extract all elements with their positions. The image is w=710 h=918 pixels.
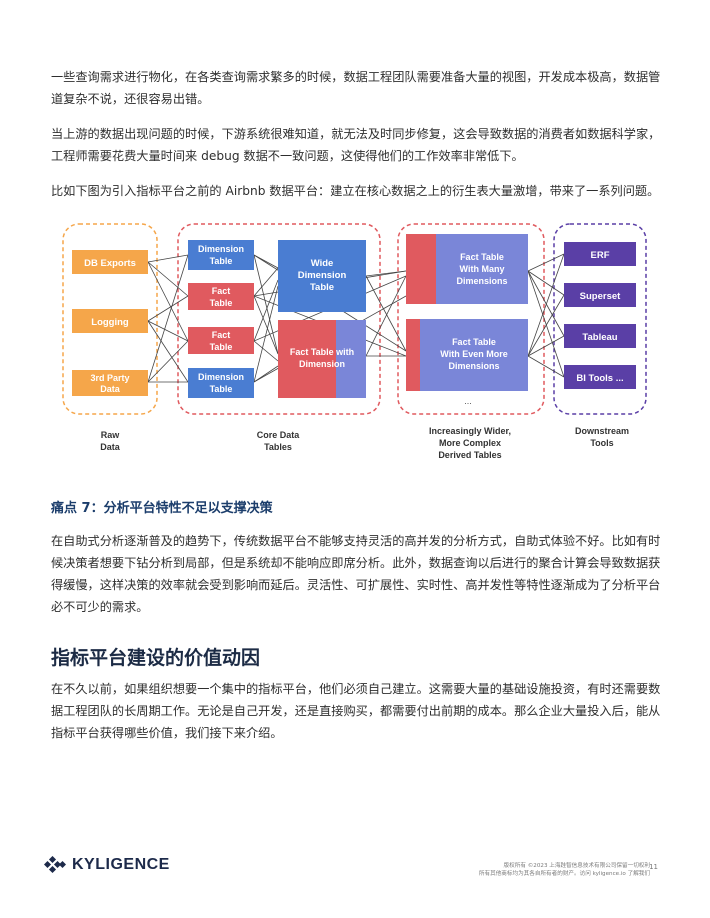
caption-core-line2: Tables <box>264 442 292 452</box>
caption-derived-line1: Increasingly Wider, <box>429 426 511 436</box>
core-dimension-table-1: Dimension Table <box>188 240 254 270</box>
svg-text:Table: Table <box>210 298 233 308</box>
copyright-line-2: 所有其他商标均为其各自所有者的财产。访问 kyligence.io 了解我们 <box>478 871 650 877</box>
raw-source-label: Logging <box>91 317 129 328</box>
kyligence-logo: KYLIGENCE <box>44 856 170 874</box>
tool-bi-tools: BI Tools ... <box>564 365 636 389</box>
core-fact-table-1: Fact Table <box>188 283 254 310</box>
caption-core-line1: Core Data <box>257 430 301 440</box>
tool-erf: ERF <box>564 242 636 266</box>
svg-text:Dimensions: Dimensions <box>448 361 499 371</box>
caption-downstream-line2: Tools <box>590 438 613 448</box>
raw-source-label-line1: 3rd Party <box>90 373 129 383</box>
svg-text:Dimension: Dimension <box>198 372 244 382</box>
logo-wordmark: KYLIGENCE <box>72 856 170 873</box>
svg-text:Fact: Fact <box>212 286 231 296</box>
core-dimension-table-2: Dimension Table <box>188 368 254 398</box>
tool-superset: Superset <box>564 283 636 307</box>
core-fact-table-2: Fact Table <box>188 327 254 354</box>
core-fact-table-with-dimension: Fact Table with Dimension <box>278 320 366 398</box>
caption-raw-line2: Data <box>100 442 121 452</box>
core-wide-dimension-table: Wide Dimension Table <box>278 240 366 312</box>
svg-text:Superset: Superset <box>580 291 621 302</box>
svg-text:With Many: With Many <box>460 264 505 274</box>
core-data-group <box>177 223 381 415</box>
raw-data-group <box>62 223 158 415</box>
paragraph-upstream-issues: 当上游的数据出现问题的时候，下游系统很难知道，就无法及时同步修复，这会导致数据的… <box>51 127 661 163</box>
svg-text:Dimension: Dimension <box>198 244 244 254</box>
svg-text:Dimension: Dimension <box>298 270 347 281</box>
raw-source-label-line2: Data <box>100 384 121 394</box>
svg-text:With Even More: With Even More <box>440 349 507 359</box>
copyright-notice: 版权所有 ©2023 上海跬智信息技术有限公司保留一切权利 所有其他商标均为其各… <box>390 862 650 878</box>
svg-text:Wide: Wide <box>311 258 334 269</box>
caption-derived-line3: Derived Tables <box>438 450 501 460</box>
svg-text:Fact Table: Fact Table <box>460 252 504 262</box>
page-number: 11 <box>649 863 658 871</box>
paragraph-intro: 一些查询需求进行物化，在各类查询需求繁多的时候，数据工程团队需要准备大量的视图，… <box>51 70 661 106</box>
diagram-captions: Raw Data Core Data Tables Increasingly W… <box>100 426 629 460</box>
derived-ellipsis: ... <box>464 396 472 406</box>
svg-text:Dimension: Dimension <box>299 359 345 369</box>
svg-text:Table: Table <box>310 282 334 293</box>
svg-text:Table: Table <box>210 256 233 266</box>
paragraph-pain-point: 在自助式分析逐渐普及的趋势下，传统数据平台不能够支持灵活的高并发的分析方式，自助… <box>51 534 661 614</box>
kyligence-logo-icon <box>44 856 66 874</box>
svg-text:Table: Table <box>210 342 233 352</box>
pain-point-heading: 痛点 7：分析平台特性不足以支撑决策 <box>51 501 273 516</box>
svg-text:Fact Table: Fact Table <box>452 337 496 347</box>
section-heading: 指标平台建设的价值动因 <box>51 647 261 669</box>
caption-derived-line2: More Complex <box>439 438 501 448</box>
paragraph-value-drivers: 在不久以前，如果组织想要一个集中的指标平台，他们必须自己建立。这需要大量的基础设… <box>51 682 661 740</box>
svg-text:Fact: Fact <box>212 330 231 340</box>
raw-source-db-exports: DB Exports <box>72 250 148 274</box>
tool-tableau: Tableau <box>564 324 636 348</box>
derived-fact-table-many-dimensions: Fact Table With Many Dimensions <box>406 234 528 304</box>
svg-text:Dimensions: Dimensions <box>456 276 507 286</box>
svg-text:Table: Table <box>210 384 233 394</box>
derived-fact-table-even-more-dimensions: Fact Table With Even More Dimensions <box>406 319 528 391</box>
caption-raw-line1: Raw <box>101 430 121 440</box>
downstream-tools-group <box>553 223 647 415</box>
copyright-line-1: 版权所有 ©2023 上海跬智信息技术有限公司保留一切权利 <box>503 863 650 869</box>
svg-text:Tableau: Tableau <box>582 332 617 343</box>
airbnb-data-platform-diagram: DB Exports Logging 3rd Party Data Dimens… <box>62 223 647 460</box>
raw-source-third-party: 3rd Party Data <box>72 370 148 396</box>
svg-text:Fact Table with: Fact Table with <box>290 347 354 357</box>
paragraph-figure-intro: 比如下图为引入指标平台之前的 Airbnb 数据平台：建立在核心数据之上的衍生表… <box>51 184 660 198</box>
raw-source-logging: Logging <box>72 309 148 333</box>
svg-text:BI Tools ...: BI Tools ... <box>576 373 623 384</box>
svg-text:ERF: ERF <box>591 250 610 261</box>
raw-source-label: DB Exports <box>84 258 136 269</box>
caption-downstream-line1: Downstream <box>575 426 629 436</box>
